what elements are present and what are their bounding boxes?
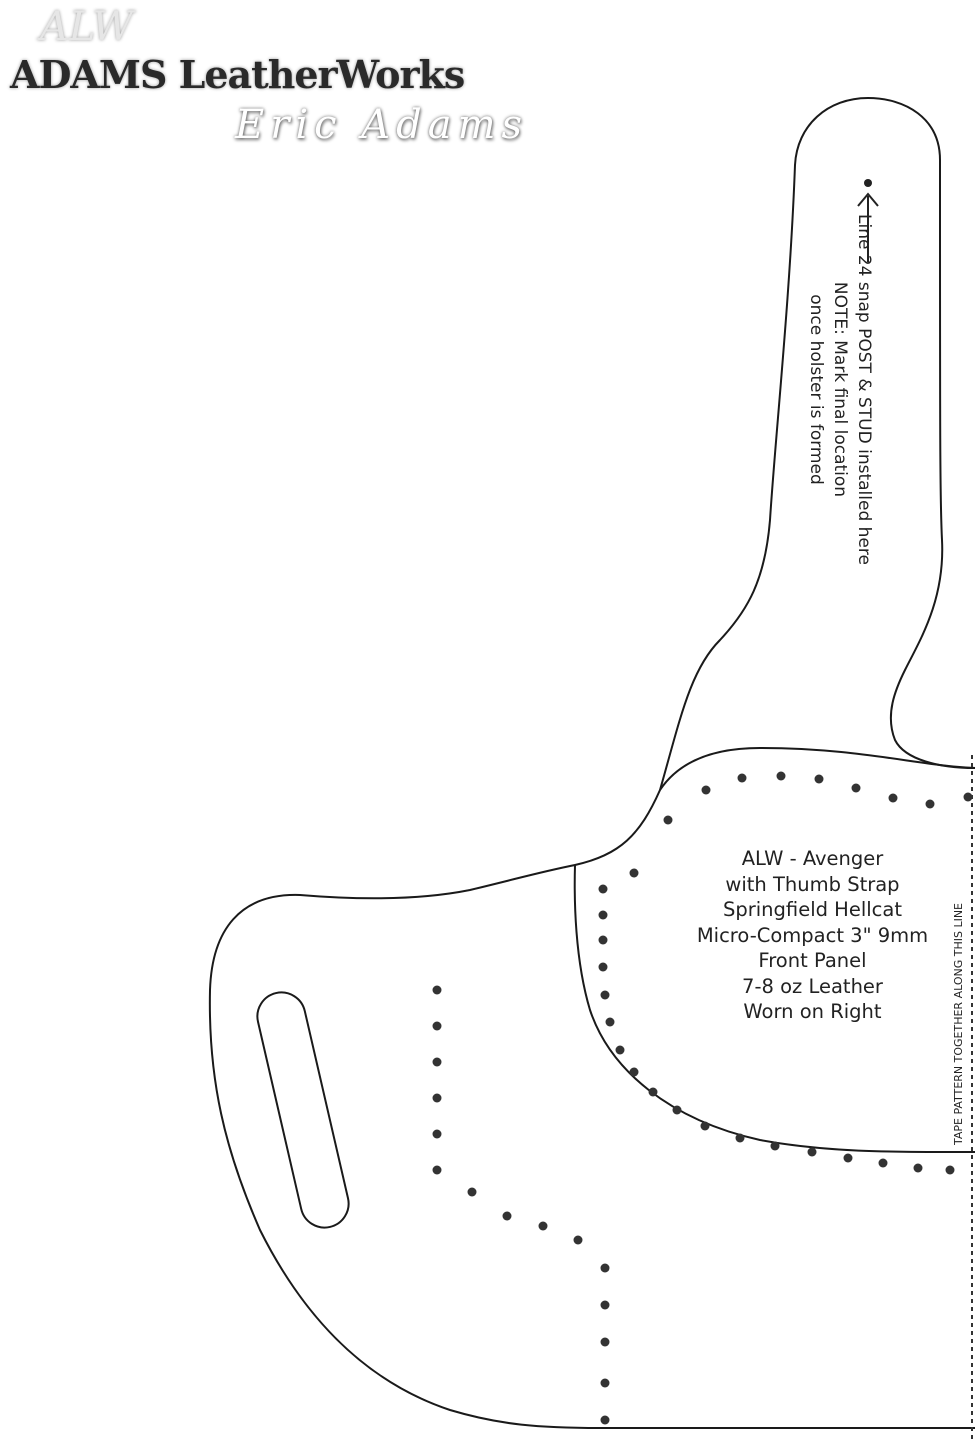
stitch-hole — [605, 1017, 615, 1027]
stitch-hole — [776, 771, 786, 781]
stitch-hole — [600, 1263, 610, 1273]
strap-note: Line 24 snap POST & STUD installed here … — [804, 214, 876, 565]
tape-note: TAPE PATTERN TOGETHER ALONG THIS LINE — [952, 903, 965, 1145]
stitch-hole — [963, 792, 973, 802]
logo-signature: Eric Adams — [235, 102, 529, 148]
stitch-hole — [648, 1087, 658, 1097]
stitch-hole — [925, 799, 935, 809]
stitch-hole — [888, 793, 898, 803]
stitch-hole — [467, 1187, 477, 1197]
stitch-hole — [843, 1153, 853, 1163]
stitch-hole — [432, 1021, 442, 1031]
stitch-hole — [600, 1415, 610, 1425]
stitch-hole — [615, 1045, 625, 1055]
logo: ALW ADAMS LeatherWorks Eric Adams — [10, 4, 610, 154]
panel-label-line: Worn on Right — [743, 1000, 882, 1023]
stitch-hole — [629, 1067, 639, 1077]
stitch-hole — [663, 815, 673, 825]
stitch-hole — [598, 962, 608, 972]
stitch-hole — [598, 910, 608, 920]
panel-label-line: 7-8 oz Leather — [742, 974, 883, 998]
panel-label-line: with Thumb Strap — [725, 872, 900, 896]
stitch-hole — [432, 985, 442, 995]
stitch-hole — [735, 1133, 745, 1143]
stitch-hole — [913, 1163, 923, 1173]
snap-dot — [864, 179, 872, 187]
stitch-hole — [600, 1300, 610, 1310]
stitch-hole — [502, 1211, 512, 1221]
strap-note-line: Line 24 snap POST & STUD installed here — [854, 214, 874, 565]
stitch-hole — [629, 868, 639, 878]
logo-main-text: ADAMS LeatherWorks — [10, 52, 465, 97]
stitch-hole — [737, 773, 747, 783]
stitch-hole — [598, 935, 608, 945]
logo-monogram: ALW — [40, 4, 134, 50]
stitch-hole — [851, 783, 861, 793]
panel-label-line: Front Panel — [758, 949, 867, 972]
stitch-hole — [600, 990, 610, 1000]
panel-label-line: ALW - Avenger — [741, 847, 884, 870]
stitch-hole — [432, 1093, 442, 1103]
pattern-outline — [208, 96, 976, 1429]
panel-label-line: Springfield Hellcat — [722, 898, 902, 921]
pocket-top-line — [659, 746, 976, 791]
strap-note-line: once holster is formed — [806, 294, 826, 485]
stitch-hole — [600, 1337, 610, 1347]
stitch-hole — [878, 1158, 888, 1168]
stitch-hole — [538, 1221, 548, 1231]
stitch-hole — [573, 1235, 583, 1245]
stitch-hole — [701, 785, 711, 795]
panel-label: ALW - Avenger with Thumb Strap Springfie… — [680, 846, 945, 1025]
stitch-hole — [770, 1141, 780, 1151]
front-panel-line — [573, 864, 976, 1154]
stitch-hole — [807, 1147, 817, 1157]
stitch-hole — [945, 1165, 955, 1175]
stitch-hole — [672, 1105, 682, 1115]
stitch-hole — [598, 884, 608, 894]
stitch-holes — [432, 771, 973, 1425]
stitch-hole — [600, 1378, 610, 1388]
stitch-hole — [432, 1165, 442, 1175]
stitch-hole — [814, 774, 824, 784]
belt-slot — [256, 991, 350, 1229]
stitch-hole — [700, 1121, 710, 1131]
stitch-hole — [432, 1057, 442, 1067]
stitch-hole — [432, 1129, 442, 1139]
arrow-icon — [857, 192, 879, 262]
strap-note-line: NOTE: Mark final location — [830, 281, 850, 498]
panel-label-line: Micro-Compact 3" 9mm — [696, 923, 929, 947]
